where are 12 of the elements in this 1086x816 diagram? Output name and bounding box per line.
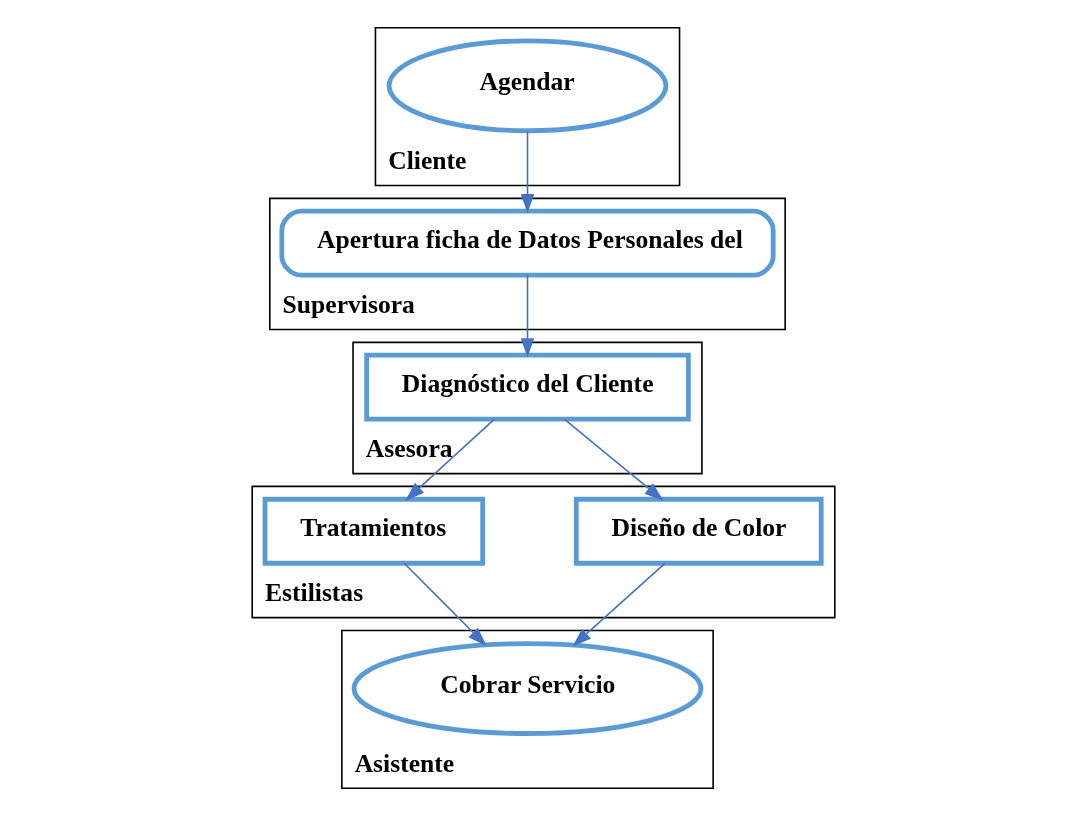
arrow [404, 418, 495, 501]
arrow [402, 562, 487, 647]
arrow [520, 274, 534, 358]
node-box: Diagnóstico del Cliente [363, 352, 691, 422]
node-ellipse: Agendar [386, 38, 668, 134]
node-box: Tratamientos [262, 496, 485, 566]
arrow [563, 418, 664, 501]
arrow [520, 130, 534, 214]
node-box: Diseño de Color [573, 496, 824, 566]
arrow [571, 562, 666, 647]
node-ellipse: Cobrar Servicio [351, 641, 703, 736]
node-box: Apertura ficha de Datos Personales del [278, 208, 776, 278]
